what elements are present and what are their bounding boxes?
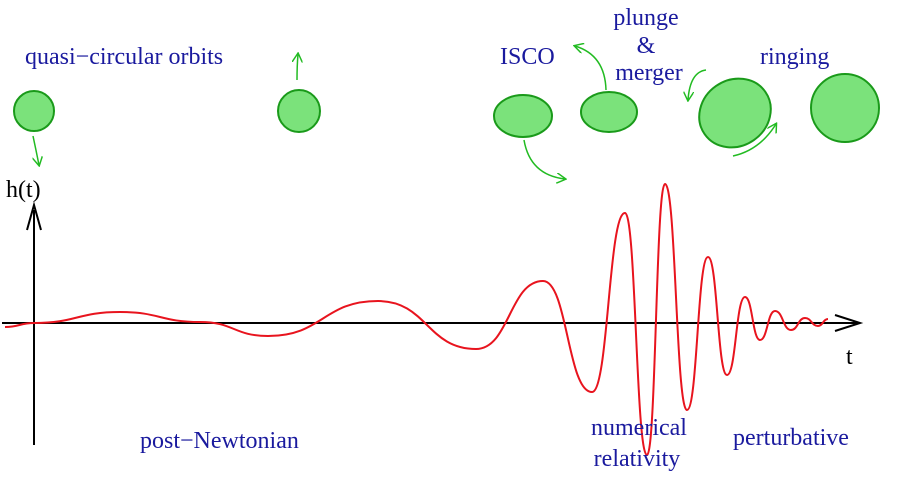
label-merger: merger	[615, 60, 683, 86]
gravitational-waveform	[4, 182, 829, 457]
label-perturbative: perturbative	[733, 425, 849, 451]
motion-arrows	[33, 46, 776, 179]
arrow-plunge-swirl-icon	[575, 46, 607, 91]
body-isco	[493, 94, 553, 138]
label-post-newtonian: post−Newtonian	[140, 428, 299, 454]
label-ringing: ringing	[760, 44, 829, 70]
label-plunge: plunge	[613, 5, 678, 31]
label-isco: ISCO	[500, 44, 555, 70]
arrow-merger-in-icon	[688, 69, 707, 100]
y-axis-arrowhead	[26, 201, 42, 231]
arrow-down-icon	[33, 135, 39, 165]
x-axis-arrowhead	[834, 314, 864, 332]
label-ampersand: &	[637, 33, 656, 59]
body-plunge	[580, 91, 638, 133]
body-ringdown	[810, 73, 880, 143]
x-axis-label: t	[846, 344, 853, 370]
axes	[2, 201, 864, 445]
body-inspiral-early	[13, 90, 55, 132]
body-inspiral-late	[277, 89, 321, 133]
labels: quasi−circular orbits ISCO plunge & merg…	[6, 5, 853, 472]
y-axis-label: h(t)	[6, 177, 41, 203]
body-merger	[698, 77, 772, 149]
arrow-isco-swirl-icon	[523, 139, 565, 179]
label-quasi-circular-orbits: quasi−circular orbits	[25, 44, 223, 70]
arrow-up-icon	[297, 54, 298, 81]
label-numerical: numerical	[591, 415, 687, 441]
arrow-merger-out-icon	[732, 124, 776, 157]
orbit-bodies	[13, 73, 880, 149]
label-relativity: relativity	[594, 446, 681, 472]
